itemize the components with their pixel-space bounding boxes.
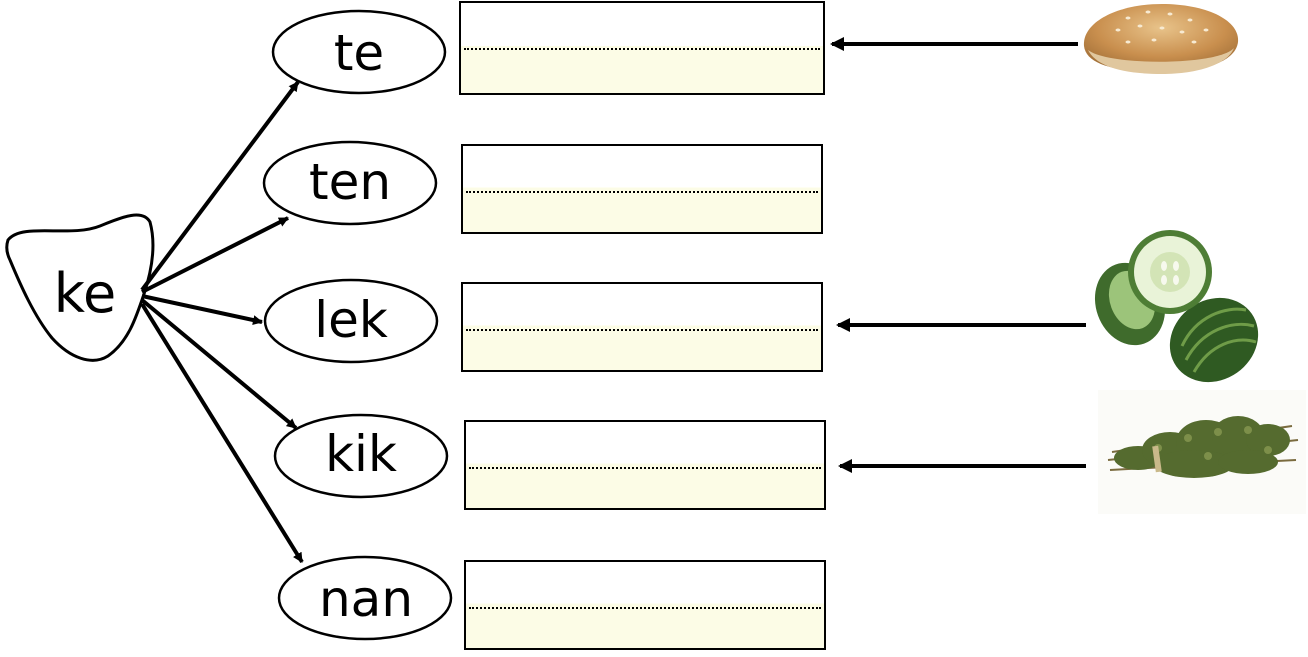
root-shape [5,213,155,362]
branch-arrow-lek [141,294,263,325]
cucumber-icon [1094,230,1259,383]
syllable-ellipse-te [271,9,447,95]
dotted-guide-line [466,329,818,331]
syllable-lek: lek [314,291,388,349]
bread-bun-icon [1083,4,1239,74]
syllable-te: te [333,24,385,82]
dotted-guide-line [464,48,820,50]
syllable-ten: ten [308,153,392,211]
syllable-ellipse-lek [263,278,439,364]
writing-box-3[interactable] [461,282,823,372]
writing-box-2[interactable] [461,144,823,234]
dotted-guide-line [469,607,821,609]
syllable-kik: kik [325,425,397,483]
writing-box-4[interactable] [464,420,826,510]
dotted-guide-line [469,467,821,469]
branch-arrow-nan [140,302,304,564]
syllable-ellipse-kik [273,413,449,499]
branch-arrow-kik [140,298,298,430]
branch-arrow-te [140,80,300,292]
root-syllable: ke [53,262,117,325]
syllable-ellipse-ten [262,140,438,226]
writing-box-5[interactable] [464,560,826,650]
writing-box-1[interactable] [459,1,825,95]
syllable-nan: nan [318,570,414,628]
thyme-bundle-icon [1098,390,1306,514]
dotted-guide-line [466,191,818,193]
branch-arrow-ten [141,216,289,294]
syllable-ellipse-nan [277,555,453,641]
